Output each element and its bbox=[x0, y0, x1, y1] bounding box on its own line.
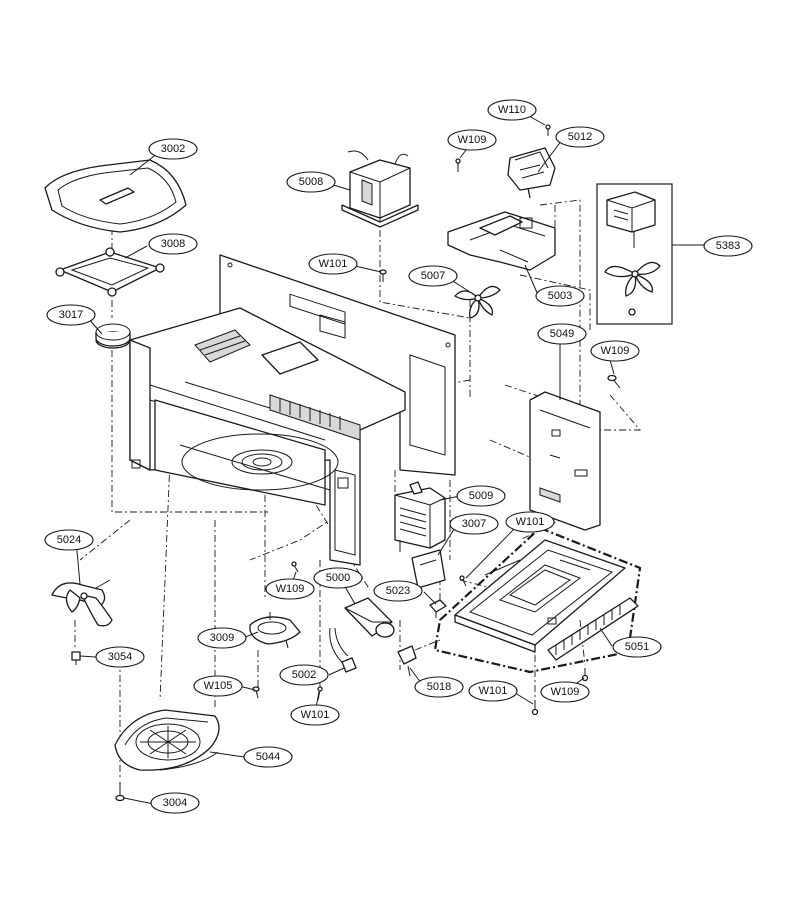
stirrer-screw-part bbox=[71, 651, 81, 665]
label-3008: 3008 bbox=[161, 238, 185, 250]
label-5012: 5012 bbox=[568, 131, 592, 143]
coupler-part bbox=[95, 323, 131, 349]
callout-3054: 3054 bbox=[95, 646, 145, 668]
label-w109-bottom-right: W109 bbox=[551, 686, 580, 698]
callout-w109-top: W109 bbox=[447, 129, 497, 151]
callout-5002: 5002 bbox=[279, 664, 329, 686]
label-w109-center: W109 bbox=[276, 583, 305, 595]
oven-cavity bbox=[129, 307, 406, 566]
label-5003: 5003 bbox=[548, 290, 572, 302]
fan-bracket-part bbox=[447, 211, 556, 271]
label-3002: 3002 bbox=[161, 143, 185, 155]
label-w101-bottom-right: W101 bbox=[479, 685, 508, 697]
callout-5383: 5383 bbox=[703, 235, 753, 257]
screw-w109-bottom-right bbox=[581, 668, 589, 682]
base-plate-group bbox=[433, 526, 642, 674]
callout-w109-right: W109 bbox=[590, 340, 640, 362]
callout-w109-center: W109 bbox=[265, 578, 315, 600]
stirrer-blade-part bbox=[51, 579, 113, 627]
callout-w101-bottom-right: W101 bbox=[468, 680, 518, 702]
callout-5000: 5000 bbox=[313, 567, 363, 589]
magnetron-bracket-part bbox=[411, 549, 446, 589]
fan-motor-part bbox=[507, 147, 556, 199]
callout-5024: 5024 bbox=[44, 529, 94, 551]
label-5009: 5009 bbox=[469, 490, 493, 502]
screw-w101-middle bbox=[459, 575, 467, 587]
label-w101-lower: W101 bbox=[301, 709, 330, 721]
callout-w110: W110 bbox=[487, 99, 537, 121]
screw-w101-bottom-right bbox=[531, 700, 539, 716]
callout-5044: 5044 bbox=[243, 746, 293, 768]
fan-motor-assembly-box bbox=[596, 183, 673, 325]
callout-w101-upper: W101 bbox=[308, 253, 358, 275]
callout-5012: 5012 bbox=[555, 126, 605, 148]
label-5383: 5383 bbox=[716, 240, 740, 252]
label-5000: 5000 bbox=[326, 572, 350, 584]
label-5008: 5008 bbox=[299, 176, 323, 188]
label-5049: 5049 bbox=[550, 328, 574, 340]
sensor-part bbox=[429, 599, 447, 618]
stirrer-cover-part bbox=[114, 709, 220, 771]
label-3007: 3007 bbox=[462, 518, 486, 530]
vent-grille-part bbox=[547, 597, 639, 661]
callout-5018: 5018 bbox=[414, 676, 464, 698]
label-5024: 5024 bbox=[57, 534, 81, 546]
fan-blade-part bbox=[454, 285, 501, 319]
label-5044: 5044 bbox=[256, 751, 280, 763]
callout-w101-lower: W101 bbox=[290, 704, 340, 726]
turntable-motor-part bbox=[249, 612, 301, 649]
label-w101-upper: W101 bbox=[319, 258, 348, 270]
label-5007: 5007 bbox=[421, 270, 445, 282]
high-voltage-transformer-part bbox=[341, 150, 419, 228]
capacitor-part bbox=[329, 597, 395, 663]
callout-5049: 5049 bbox=[537, 323, 587, 345]
hv-diode-part bbox=[317, 657, 357, 701]
callout-5008: 5008 bbox=[286, 171, 336, 193]
label-w101-middle: W101 bbox=[516, 516, 545, 528]
screw-w109-center bbox=[291, 561, 299, 573]
roller-ring-part bbox=[55, 247, 165, 297]
magnetron-part bbox=[394, 481, 446, 552]
callout-5003: 5003 bbox=[535, 285, 585, 307]
callout-3009: 3009 bbox=[197, 627, 247, 649]
screw-w105 bbox=[252, 686, 260, 699]
callout-5051: 5051 bbox=[612, 636, 662, 658]
label-w105: W105 bbox=[204, 680, 233, 692]
callout-5009: 5009 bbox=[456, 485, 506, 507]
callout-w105: W105 bbox=[193, 675, 243, 697]
callout-5023: 5023 bbox=[373, 580, 423, 602]
screw-w109-right bbox=[607, 374, 621, 389]
screw-w110 bbox=[545, 124, 551, 136]
label-w110: W110 bbox=[498, 104, 526, 116]
cover-screw-part bbox=[115, 782, 125, 802]
callout-w101-middle: W101 bbox=[505, 511, 555, 533]
screw-w109-top bbox=[455, 158, 461, 172]
label-3009: 3009 bbox=[210, 632, 234, 644]
label-3054: 3054 bbox=[108, 651, 132, 663]
label-3017: 3017 bbox=[59, 309, 83, 321]
screw-w101-upper bbox=[379, 269, 387, 282]
callout-3017: 3017 bbox=[46, 304, 96, 326]
callout-3004: 3004 bbox=[150, 792, 200, 814]
label-5051: 5051 bbox=[625, 641, 649, 653]
fuse-part bbox=[397, 645, 417, 677]
label-w109-top: W109 bbox=[458, 134, 487, 146]
callout-3002: 3002 bbox=[148, 138, 198, 160]
label-5018: 5018 bbox=[427, 681, 451, 693]
callout-3007: 3007 bbox=[449, 513, 499, 535]
label-5023: 5023 bbox=[386, 585, 410, 597]
callout-3008: 3008 bbox=[148, 233, 198, 255]
label-3004: 3004 bbox=[163, 797, 187, 809]
rear-panel-part bbox=[529, 391, 601, 531]
label-w109-right: W109 bbox=[601, 345, 630, 357]
label-5002: 5002 bbox=[292, 669, 316, 681]
glass-tray-part bbox=[44, 159, 187, 233]
callout-w109-bottom-right: W109 bbox=[540, 681, 590, 703]
callout-5007: 5007 bbox=[408, 265, 458, 287]
